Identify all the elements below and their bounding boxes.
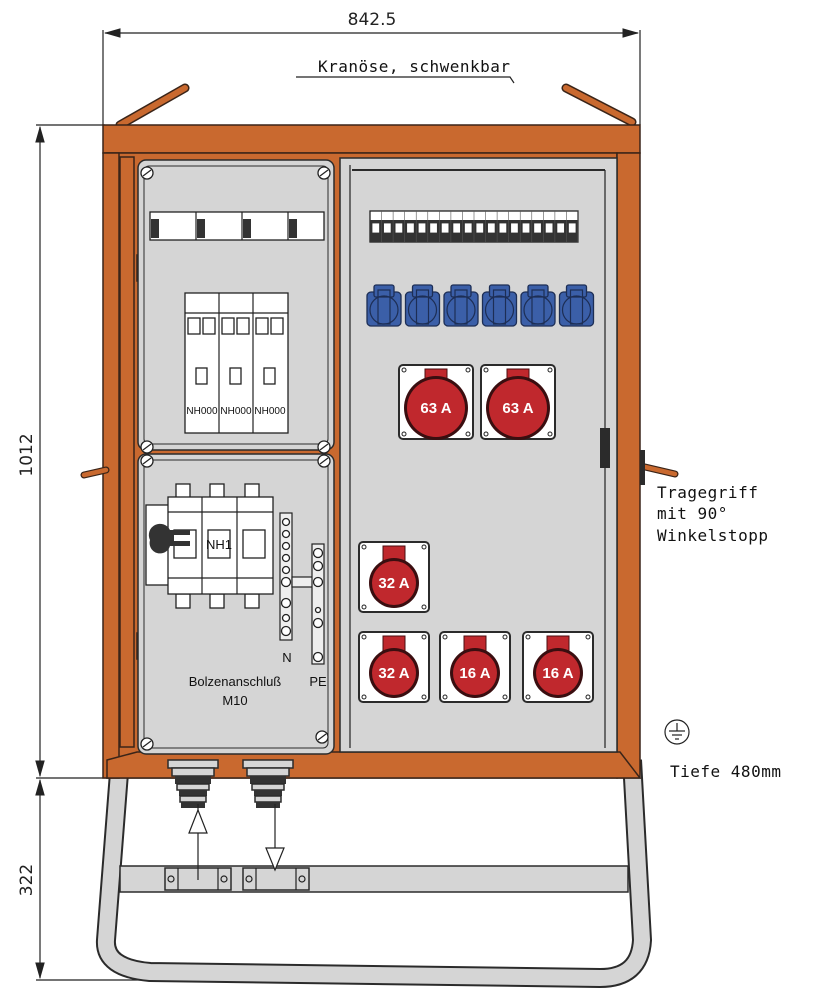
mcb-breaker: [544, 211, 556, 242]
cable-clamp-right: [242, 867, 310, 891]
handle-label-line2: mit 90°: [657, 504, 728, 523]
cee-socket-16a: 16 A: [439, 631, 511, 703]
door-frame-left: [119, 156, 135, 748]
schuko-socket-row: [366, 284, 595, 327]
depth-label: Tiefe 480mm: [670, 762, 781, 781]
neutral-label: N: [282, 650, 291, 665]
cee-socket-16a: 16 A: [522, 631, 594, 703]
cee-socket-63a: 63 A: [480, 364, 556, 440]
fuse-label: NH000: [220, 406, 252, 417]
screw-icon: [140, 440, 154, 454]
mcb-breaker: [521, 211, 533, 242]
pe-busbar: PE: [309, 543, 327, 689]
schuko-socket: [404, 284, 441, 327]
schuko-socket: [443, 284, 479, 327]
cee-rating-label: 16 A: [459, 665, 490, 682]
height-dimension: 1012 322: [17, 124, 150, 981]
mcb-breaker: [417, 211, 429, 242]
cee-socket-63a: 63 A: [398, 364, 474, 440]
roof: [102, 124, 641, 154]
crane-eye-annotation: Kranöse, schwenkbar: [296, 57, 515, 84]
left-panel-lower: NH1 N PE: [137, 453, 335, 755]
tube-stand: [95, 759, 652, 988]
stand-height-value: 322: [17, 864, 37, 896]
cabinet-height-value: 1012: [17, 433, 37, 476]
mcb-breaker: [429, 211, 440, 242]
screw-icon: [317, 454, 331, 468]
cable-out-arrow: [265, 804, 285, 872]
mcb-breaker: [533, 211, 544, 242]
screw-icon: [317, 166, 331, 180]
screw-icon: [317, 440, 331, 454]
mcb-breaker: [556, 211, 567, 242]
handle-right: [640, 450, 679, 485]
width-dimension: 842.5: [102, 10, 641, 125]
bolt-connection-label: Bolzenanschluß: [189, 674, 282, 689]
left-panel-upper: NH000 NH000 NH000: [137, 159, 335, 454]
schuko-socket: [520, 284, 556, 327]
bolt-size-label: M10: [222, 693, 247, 708]
right-panel: 63 A 63 A 32 A 32 A 16 A 16 A: [339, 157, 618, 753]
fuse-label: NH000: [254, 406, 286, 417]
screw-icon: [140, 454, 154, 468]
handle-label-line1: Tragegriff: [657, 483, 758, 502]
cee-socket-32a: 32 A: [358, 541, 430, 613]
main-switch-label: NH1: [206, 537, 232, 552]
mcb-breaker: [475, 211, 486, 242]
mcb-breaker: [498, 211, 509, 242]
pe-label: PE: [309, 674, 327, 689]
screw-icon: [140, 737, 154, 751]
schuko-socket: [366, 284, 402, 327]
cee-sockets: 63 A 63 A 32 A 32 A 16 A 16 A: [358, 364, 594, 703]
ground-symbol-icon: [664, 719, 690, 745]
mcb-breaker: [440, 211, 452, 242]
fuse-label: NH000: [186, 406, 218, 417]
handle-left: [80, 466, 110, 479]
mcb-breaker: [383, 211, 394, 242]
mcb-breaker: [510, 211, 521, 242]
nh000-fuse-bases: NH000 NH000 NH000: [184, 292, 289, 434]
mcb-breaker: [568, 211, 579, 242]
width-value: 842.5: [348, 10, 397, 30]
screw-icon: [315, 730, 329, 744]
cable-in-arrow: [188, 804, 208, 880]
cable-gland-right: [242, 759, 294, 808]
cee-socket-32a: 32 A: [358, 631, 430, 703]
cee-rating-label: 63 A: [420, 400, 451, 417]
mcb-breaker: [371, 211, 382, 242]
mcb-breaker: [487, 211, 498, 242]
schuko-socket: [558, 284, 595, 327]
cee-rating-label: 32 A: [378, 575, 409, 592]
door-lock: [600, 428, 610, 468]
handle-label-line3: Winkelstopp: [657, 526, 768, 545]
mcb-breaker: [394, 211, 405, 242]
schuko-socket: [481, 284, 518, 327]
rcd-row: [149, 211, 325, 241]
crane-eye-label: Kranöse, schwenkbar: [318, 57, 511, 76]
cee-rating-label: 16 A: [542, 665, 573, 682]
cee-rating-label: 63 A: [502, 400, 533, 417]
bridge-bar: [291, 576, 315, 588]
nh1-switch-disconnector: NH1: [145, 483, 274, 609]
cee-rating-label: 32 A: [378, 665, 409, 682]
mcb-cells: [371, 211, 579, 242]
mcb-breaker: [464, 211, 475, 242]
mcb-breaker: [406, 211, 417, 242]
cable-gland-left: [167, 759, 219, 808]
mcb-breaker: [452, 211, 463, 242]
screw-icon: [140, 166, 154, 180]
neutral-busbar: N: [279, 512, 293, 665]
